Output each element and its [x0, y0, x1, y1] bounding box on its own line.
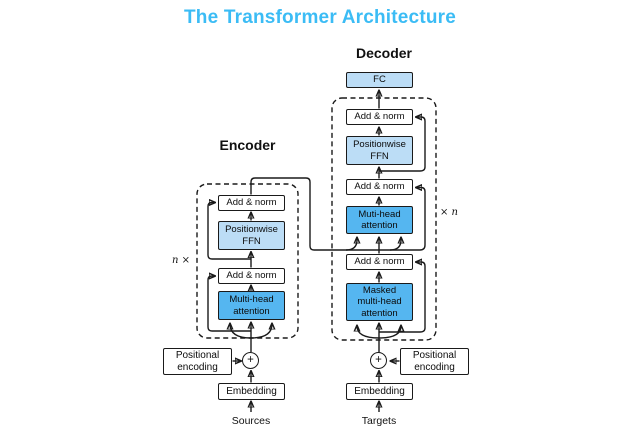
encoder-embedding-box: Embedding — [218, 383, 285, 400]
residual-encoder-ffn — [207, 203, 251, 260]
fc-box: FC — [346, 72, 413, 88]
encoder-positionwise-ffn-box: Positionwise FFN — [218, 221, 285, 250]
page-title: The Transformer Architecture — [183, 7, 457, 28]
masked-attention-line2: multi-head — [357, 296, 402, 308]
ffn-label-line1: Positionwise — [353, 139, 406, 151]
add-norm-label: Add & norm — [354, 256, 405, 268]
residual-encoder-attention — [207, 276, 251, 332]
embedding-label: Embedding — [354, 385, 405, 397]
arrow-encoder-attention-branch-right — [250, 324, 272, 339]
ffn-label-line1: Positionwise — [225, 224, 278, 236]
masked-attention-line3: attention — [361, 307, 398, 319]
encoder-add-norm-top-box: Add & norm — [218, 195, 285, 211]
attention-label-line1: Multi-head — [229, 294, 274, 306]
wire-encoder-output-to-decoder — [250, 177, 426, 251]
add-norm-label: Add & norm — [354, 111, 405, 123]
ffn-label-line2: FFN — [370, 150, 389, 162]
decoder-positional-encoding-box: Positional encoding — [400, 348, 469, 375]
attention-label-line2: attention — [233, 305, 270, 317]
decoder-repeat-label: × n — [440, 207, 458, 218]
encoder-heading: Encoder — [219, 137, 276, 153]
arrow-masked-attention-branch-left — [357, 326, 380, 339]
positional-encoding-line1: Positional — [175, 349, 220, 361]
sources-label: Sources — [231, 415, 271, 427]
decoder-embedding-box: Embedding — [346, 383, 413, 400]
residual-decoder-ffn — [379, 117, 426, 172]
fc-label: FC — [373, 74, 386, 86]
decoder-add-norm-bottom-box: Add & norm — [346, 254, 413, 270]
encoder-positional-encoding-box: Positional encoding — [163, 348, 232, 375]
decoder-muti-head-attention-box: Muti-head attention — [346, 206, 413, 234]
decoder-add-norm-middle-box: Add & norm — [346, 179, 413, 195]
attention-label-line1: Muti-head — [358, 208, 401, 220]
plus-icon: + — [375, 353, 382, 366]
arrow-masked-attention-branch-right — [378, 326, 401, 339]
positional-encoding-line1: Positional — [412, 349, 457, 361]
encoder-add-norm-bottom-box: Add & norm — [218, 268, 285, 284]
decoder-positionwise-ffn-box: Positionwise FFN — [346, 136, 413, 165]
arrow-encoder-kv-left — [345, 238, 357, 251]
arrow-encoder-attention-branch-left — [230, 324, 252, 339]
decoder-add-norm-top-box: Add & norm — [346, 109, 413, 125]
add-norm-label: Add & norm — [226, 197, 277, 209]
residual-decoder-masked-attention — [379, 262, 426, 333]
targets-label: Targets — [361, 415, 397, 427]
embedding-label: Embedding — [226, 385, 277, 397]
plus-circle-encoder: + — [242, 352, 259, 369]
decoder-heading: Decoder — [355, 45, 413, 61]
masked-attention-line1: Masked — [362, 285, 397, 297]
attention-label-line2: attention — [361, 220, 398, 231]
plus-circle-decoder: + — [370, 352, 387, 369]
masked-multi-head-attention-box: Masked multi-head attention — [346, 283, 413, 321]
positional-encoding-line2: encoding — [177, 361, 218, 373]
encoder-repeat-label: n × — [172, 255, 190, 266]
decoder-stack-outline — [331, 97, 437, 341]
add-norm-label: Add & norm — [226, 270, 277, 282]
ffn-label-line2: FFN — [242, 235, 261, 247]
arrow-encoder-kv-right — [389, 238, 401, 251]
encoder-multi-head-attention-box: Multi-head attention — [218, 291, 285, 320]
encoder-stack-outline — [196, 183, 299, 339]
add-norm-label: Add & norm — [354, 181, 405, 193]
plus-icon: + — [247, 353, 254, 366]
positional-encoding-line2: encoding — [414, 361, 455, 373]
